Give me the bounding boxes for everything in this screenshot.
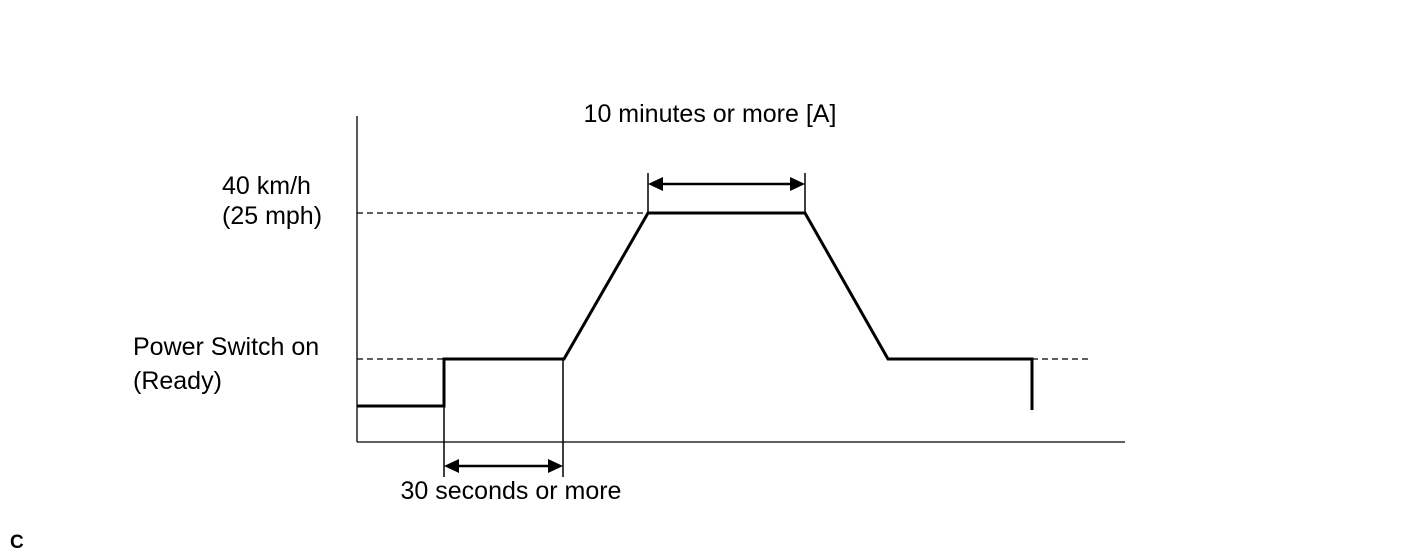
drive-profile-line — [357, 211, 1034, 410]
duration-top-label: 10 minutes or more [A] — [584, 100, 837, 128]
power-label-line1: Power Switch on — [133, 333, 319, 361]
top-dimension-right-arrowhead — [790, 177, 805, 191]
corner-mark: C — [10, 532, 24, 553]
duration-bottom-label: 30 seconds or more — [401, 477, 622, 505]
power-label-line2: (Ready) — [133, 367, 222, 395]
top-dimension-left-arrowhead — [648, 177, 663, 191]
speed-label-line2: (25 mph) — [222, 202, 322, 230]
speed-label-line1: 40 km/h — [222, 172, 311, 200]
bottom-dimension-left-arrowhead — [444, 459, 459, 473]
bottom-dimension-right-arrowhead — [548, 459, 563, 473]
